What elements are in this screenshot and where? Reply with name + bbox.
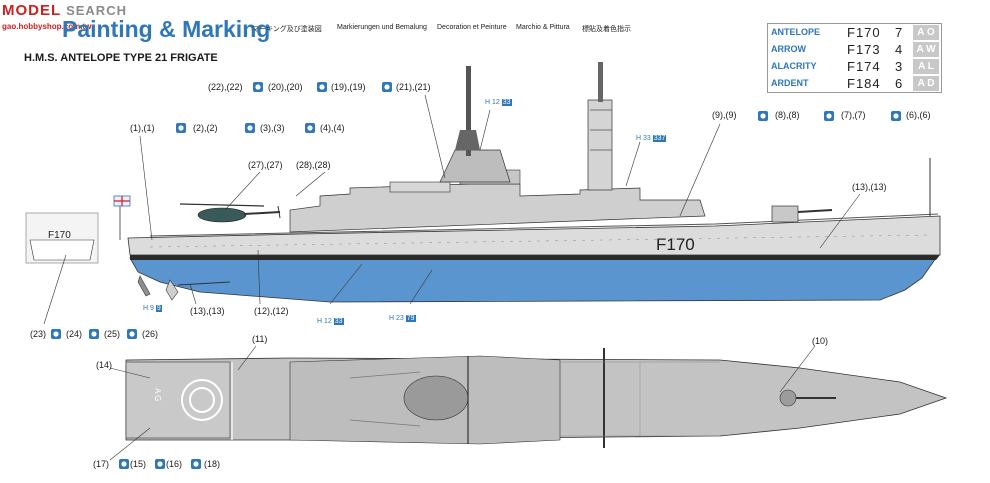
callout-19: (19),(19): [331, 82, 366, 92]
callout-13-prop: (13),(13): [190, 306, 225, 316]
callout-3: (3),(3): [260, 123, 285, 133]
vessel-letters: A D: [913, 76, 939, 91]
callout-11: (11): [252, 334, 268, 344]
vessel-letters: A W: [913, 42, 939, 57]
color-code-mast: H 12 33: [485, 99, 512, 106]
hull-number: F170: [656, 235, 695, 254]
color-code-hull-blue: H 23 79: [389, 315, 416, 322]
callout-9: (9),(9): [712, 110, 737, 120]
deck-letters: A G: [153, 388, 162, 401]
callout-2: (2),(2): [193, 123, 218, 133]
callout-1: (1),(1): [130, 123, 155, 133]
color-code-propeller: H 9 9: [143, 305, 162, 312]
callout-21: (21),(21): [396, 82, 431, 92]
callout-8: (8),(8): [775, 110, 800, 120]
callout-10: (10): [812, 336, 829, 346]
callout-22: (22),(22): [208, 82, 243, 92]
callout-12: (12),(12): [254, 306, 289, 316]
callout-20: (20),(20): [268, 82, 303, 92]
lang-chinese: 標貼及着色指示: [582, 26, 631, 33]
callout-6: (6),(6): [906, 110, 931, 120]
vessel-row: ARROW F173 4 A W: [768, 41, 941, 58]
callout-4: (4),(4): [320, 123, 345, 133]
watermark-logo: MODEL SEARCH: [2, 2, 127, 19]
lang-french: Decoration et Peinture: [437, 24, 507, 31]
watermark-url: gao.hobbyshop.com.tw: [2, 22, 92, 31]
leader-lines: [43, 94, 861, 461]
callout-28: (28),(28): [296, 160, 331, 170]
callout-24: (24): [66, 329, 83, 339]
vessel-number: 7: [895, 25, 903, 40]
lang-japanese: マーキング及び塗装図: [252, 26, 322, 33]
vessel-name: ARDENT: [771, 78, 809, 88]
callout-27: (27),(27): [248, 160, 283, 170]
vessel-code: F174: [847, 59, 881, 74]
lang-italian: Marchio & Pittura: [516, 24, 570, 31]
deck-plan: [125, 348, 948, 448]
vessel-row: ALACRITY F174 3 A L: [768, 58, 941, 75]
callout-16: (16): [166, 459, 183, 469]
ship-subtitle: H.M.S. ANTELOPE TYPE 21 FRIGATE: [24, 52, 218, 64]
callout-25: (25): [104, 329, 121, 339]
callout-13-side: (13),(13): [852, 182, 887, 192]
vessel-code: F170: [847, 25, 881, 40]
vessel-number: 6: [895, 76, 903, 91]
vessel-number: 3: [895, 59, 903, 74]
color-code-tower: H 33 337: [636, 135, 667, 142]
vessel-name: ARROW: [771, 44, 806, 54]
callout-18: (18): [204, 459, 221, 469]
callout-26: (26): [142, 329, 159, 339]
vessel-code: F173: [847, 42, 881, 57]
insert-hull-number: F170: [48, 230, 71, 241]
stern-detail-insert: F170: [25, 212, 99, 264]
vessel-number: 4: [895, 42, 903, 57]
callout-15: (15): [130, 459, 147, 469]
vessel-marking-table: ANTELOPE F170 7 A O ARROW F173 4 A W ALA…: [767, 23, 942, 93]
color-code-hull-grey: H 12 33: [317, 318, 344, 325]
vessel-name: ANTELOPE: [771, 27, 821, 37]
vessel-row: ANTELOPE F170 7 A O: [768, 24, 941, 41]
vessel-letters: A O: [913, 25, 939, 40]
callout-23: (23): [30, 329, 47, 339]
vessel-row: ARDENT F184 6 A D: [768, 75, 941, 92]
lang-german: Markierungen und Bemalung: [337, 24, 427, 31]
vessel-code: F184: [847, 76, 881, 91]
callout-14: (14): [96, 360, 113, 370]
callout-17: (17): [93, 459, 110, 469]
callout-7: (7),(7): [841, 110, 866, 120]
side-profile: [113, 62, 941, 303]
vessel-letters: A L: [913, 59, 939, 74]
vessel-name: ALACRITY: [771, 61, 817, 71]
page-title: Painting & Marking: [62, 16, 271, 42]
